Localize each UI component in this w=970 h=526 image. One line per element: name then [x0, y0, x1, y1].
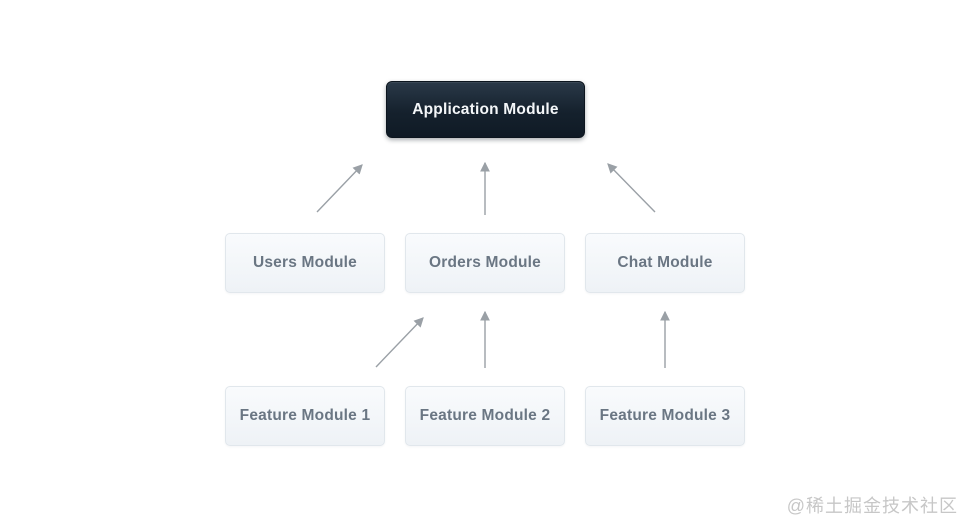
edge-users-to-app — [316, 164, 363, 213]
node-users-module: Users Module — [225, 233, 385, 293]
node-users-module-label: Users Module — [252, 254, 358, 271]
node-application-module: Application Module — [386, 81, 585, 138]
node-feature-module-2: Feature Module 2 — [405, 386, 565, 446]
node-feature-module-3-label: Feature Module 3 — [599, 407, 731, 424]
node-feature-module-1-label: Feature Module 1 — [239, 407, 371, 424]
node-feature-module-1: Feature Module 1 — [225, 386, 385, 446]
watermark: @稀土掘金技术社区 — [786, 496, 958, 516]
node-feature-module-2-label: Feature Module 2 — [419, 407, 551, 424]
node-orders-module-label: Orders Module — [429, 254, 541, 271]
node-chat-module-label: Chat Module — [617, 254, 713, 271]
node-chat-module: Chat Module — [585, 233, 745, 293]
edge-chat-to-app — [607, 163, 656, 213]
node-feature-module-3: Feature Module 3 — [585, 386, 745, 446]
node-application-module-label: Application Module — [412, 100, 559, 118]
node-orders-module: Orders Module — [405, 233, 565, 293]
edge-feature1-to-orders — [375, 317, 424, 368]
